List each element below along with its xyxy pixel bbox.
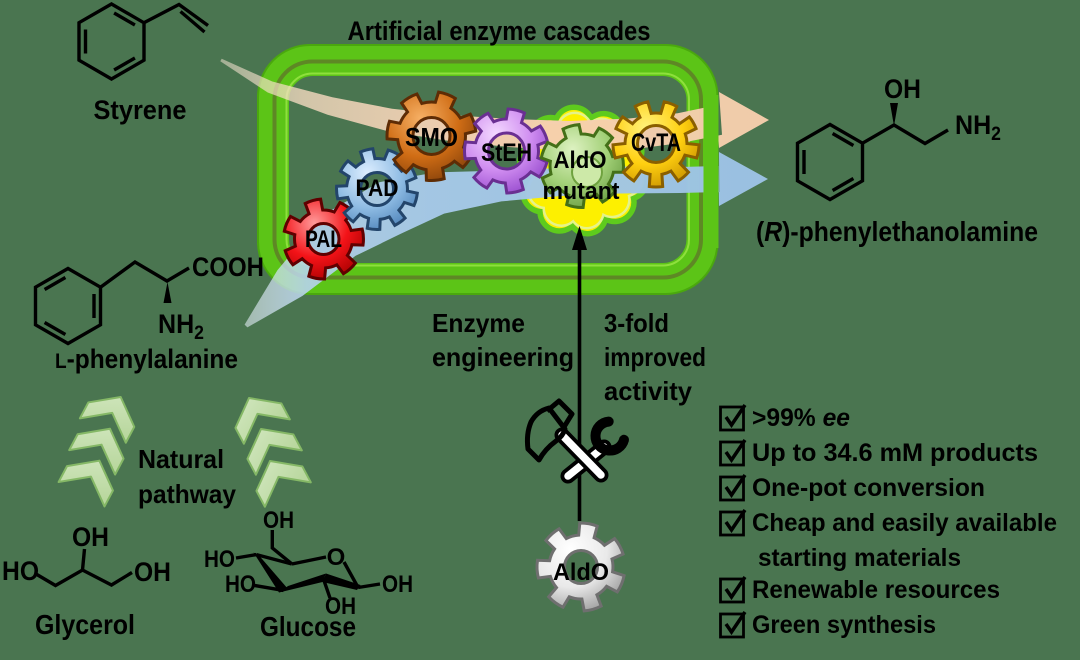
svg-text:HO: HO — [204, 546, 235, 573]
svg-text:AldO: AldO — [554, 147, 607, 174]
svg-text:Natural: Natural — [138, 444, 224, 474]
svg-text:SMO: SMO — [405, 122, 458, 152]
svg-text:O: O — [327, 544, 346, 571]
svg-text:Cheap and easily available: Cheap and easily available — [752, 509, 1057, 537]
svg-text:Up to 34.6 mM products: Up to 34.6 mM products — [752, 439, 1038, 467]
svg-text:mutant: mutant — [543, 178, 620, 205]
svg-text:starting materials: starting materials — [758, 544, 961, 572]
svg-text:Styrene: Styrene — [94, 95, 187, 125]
svg-text:Glycerol: Glycerol — [35, 609, 135, 640]
svg-text:OH: OH — [884, 74, 921, 104]
svg-text:pathway: pathway — [138, 479, 237, 509]
svg-text:OH: OH — [263, 507, 294, 534]
svg-text:HO: HO — [2, 556, 39, 586]
svg-text:Green synthesis: Green synthesis — [752, 611, 936, 639]
svg-text:One-pot conversion: One-pot conversion — [752, 474, 985, 502]
svg-text:COOH: COOH — [192, 252, 264, 282]
svg-text:(R)-phenylethanolamine: (R)-phenylethanolamine — [756, 216, 1038, 247]
svg-text:HO: HO — [225, 571, 256, 598]
svg-text:engineering: engineering — [432, 342, 574, 372]
svg-text:AldO: AldO — [553, 559, 609, 586]
svg-text:OH: OH — [72, 522, 109, 552]
svg-text:OH: OH — [325, 593, 356, 620]
svg-text:improved: improved — [604, 342, 706, 372]
svg-text:OH: OH — [134, 557, 171, 587]
svg-text:3-fold: 3-fold — [604, 308, 669, 338]
svg-text:>99% ee: >99% ee — [752, 404, 850, 432]
svg-text:L-phenylalanine: L-phenylalanine — [55, 344, 238, 374]
svg-text:activity: activity — [604, 376, 693, 406]
svg-text:PAD: PAD — [356, 175, 399, 202]
svg-text:Enzyme: Enzyme — [432, 308, 525, 338]
svg-text:StEH: StEH — [481, 139, 532, 167]
svg-text:PAL: PAL — [305, 226, 342, 253]
svg-text:CvTA: CvTA — [631, 129, 681, 157]
svg-text:Artificial enzyme cascades: Artificial enzyme cascades — [348, 16, 651, 46]
svg-text:Glucose: Glucose — [260, 611, 356, 642]
svg-text:Renewable resources: Renewable resources — [752, 576, 1000, 604]
svg-text:NH2: NH2 — [955, 110, 1001, 145]
svg-text:OH: OH — [382, 571, 413, 598]
